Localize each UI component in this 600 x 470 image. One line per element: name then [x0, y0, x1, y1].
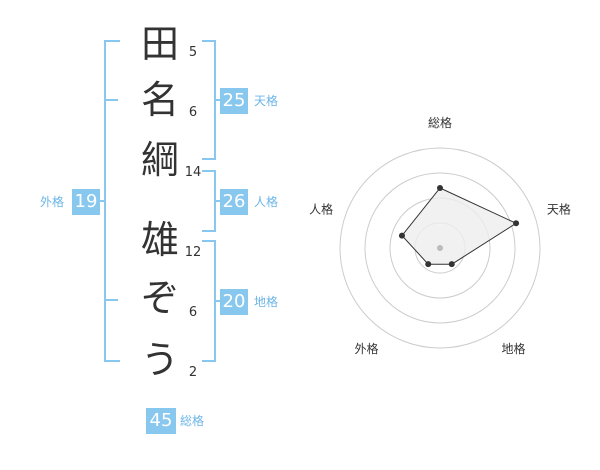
tenkaku-connector: [214, 99, 222, 101]
soukaku-label: 総格: [180, 414, 205, 428]
radar-point-1: [437, 185, 443, 191]
soukaku-badge: 45: [146, 408, 176, 434]
gaikaku-connector: [98, 200, 106, 202]
radar-point-3: [448, 261, 455, 268]
tenkaku-label: 天格: [254, 94, 279, 108]
name-char-5: ぞ: [140, 276, 179, 320]
jinkaku-badge: 26: [220, 189, 248, 215]
tenkaku-badge: 25: [220, 88, 248, 114]
stroke-count-5: 6: [188, 305, 198, 320]
stroke-count-4: 12: [184, 245, 202, 260]
chikaku-label: 地格: [254, 295, 279, 309]
radar-point-4: [425, 261, 432, 268]
radar-axis-label-3: 地格: [501, 341, 525, 356]
name-char-3: 綱: [140, 138, 179, 182]
radar-grid-ring: [339, 147, 541, 349]
stroke-count-3: 14: [184, 165, 202, 180]
radar-axis-label-5: 人格: [309, 201, 333, 216]
gaikaku-label: 外格: [40, 195, 65, 209]
radar-point-2: [513, 220, 520, 227]
jinkaku-connector: [214, 200, 222, 202]
radar-series-area: [401, 187, 518, 265]
gaikaku-tick-2: [104, 299, 118, 301]
name-char-4: 雄: [140, 218, 179, 262]
chikaku-connector: [214, 300, 222, 302]
radar-axis-label-2: 天格: [547, 201, 571, 216]
name-char-1: 田: [140, 22, 179, 66]
gaikaku-tick-1: [104, 99, 118, 101]
stroke-count-6: 2: [188, 365, 198, 380]
stroke-count-2: 6: [188, 105, 198, 120]
stroke-count-1: 5: [188, 45, 198, 60]
radar-grid-ring: [364, 172, 516, 324]
name-char-6: う: [140, 338, 179, 382]
radar-axis-label-1: 総格: [428, 115, 452, 130]
jinkaku-label: 人格: [254, 195, 279, 209]
radar-axis-label-4: 外格: [354, 341, 378, 356]
gaikaku-badge: 19: [72, 189, 100, 215]
name-char-2: 名: [140, 78, 179, 122]
radar-point-5: [398, 232, 405, 239]
radar-center-point: [437, 245, 443, 251]
chikaku-badge: 20: [220, 289, 248, 315]
